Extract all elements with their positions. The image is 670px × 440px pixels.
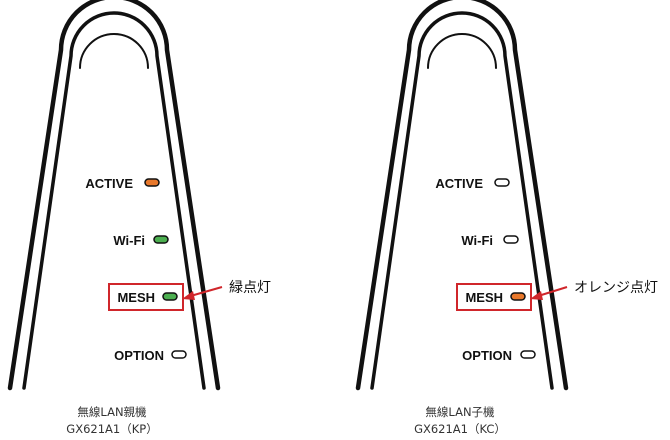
led-indicator-wifi — [503, 235, 519, 244]
led-indicator-active — [144, 178, 160, 187]
device-caption-name: 無線LAN親機 — [77, 405, 147, 419]
router-body-outline — [7, 0, 221, 391]
device-caption-model: GX621A1（KC） — [414, 422, 506, 436]
mesh-highlight-box — [108, 283, 184, 311]
led-indicator-wifi — [153, 235, 169, 244]
led-indicator-active — [494, 178, 510, 187]
callout-arrow — [182, 286, 223, 300]
led-indicator-mesh — [162, 292, 178, 301]
indicator-row: MESH — [108, 283, 184, 311]
indicator-label: Wi-Fi — [461, 233, 493, 248]
indicator-label: MESH — [465, 290, 503, 305]
device-parent: ACTIVE Wi-Fi MESH OPTION 緑点灯 無線LAN親機 GX6… — [7, 0, 271, 436]
mesh-highlight-box — [456, 283, 532, 311]
led-indicator-option — [520, 350, 536, 359]
callout-arrow — [530, 286, 568, 300]
indicator-row: ACTIVE — [435, 176, 510, 191]
callout-label: 緑点灯 — [229, 280, 271, 296]
indicator-row: Wi-Fi — [461, 233, 519, 248]
indicator-label: OPTION — [114, 348, 164, 363]
indicator-label: Wi-Fi — [113, 233, 145, 248]
device-caption-model: GX621A1（KP） — [66, 422, 157, 436]
indicator-label: ACTIVE — [85, 176, 133, 191]
router-body-outline — [355, 0, 569, 391]
indicator-row: Wi-Fi — [113, 233, 169, 248]
indicator-label: OPTION — [462, 348, 512, 363]
led-indicator-mesh — [510, 292, 526, 301]
indicator-row: OPTION — [462, 348, 536, 363]
indicator-row: OPTION — [114, 348, 187, 363]
led-indicator-option — [171, 350, 187, 359]
indicator-label: ACTIVE — [435, 176, 483, 191]
device-caption-name: 無線LAN子機 — [425, 405, 495, 419]
indicator-row: ACTIVE — [85, 176, 160, 191]
callout-label: オレンジ点灯 — [574, 280, 658, 296]
indicator-label: MESH — [117, 290, 155, 305]
device-child: ACTIVE Wi-Fi MESH OPTION オレンジ点灯 無線LAN子機 … — [355, 0, 658, 436]
indicator-row: MESH — [456, 283, 532, 311]
